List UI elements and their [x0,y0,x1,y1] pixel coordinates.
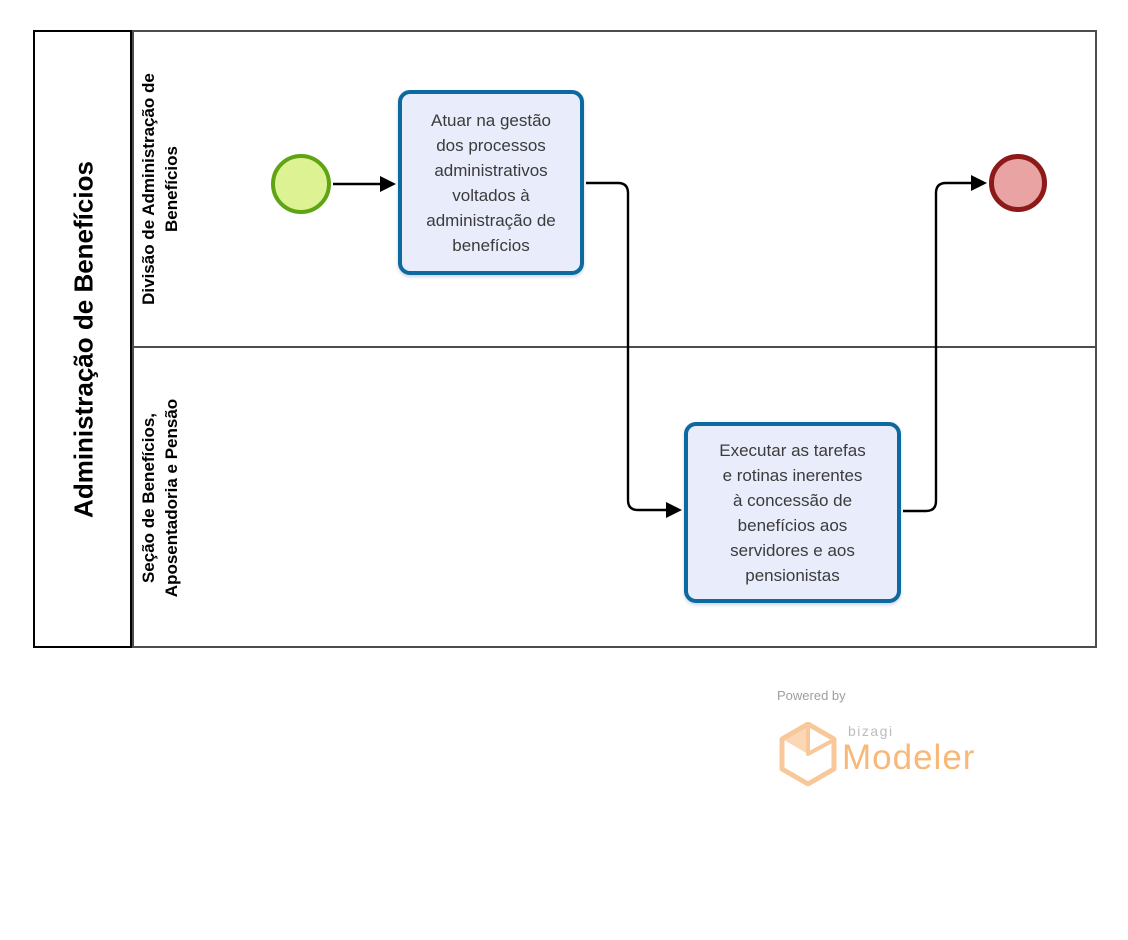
pool-header [33,30,132,648]
powered-by-text: Powered by [777,688,846,703]
lane-label-secao: Seção de Benefícios, Aposentadoria e Pen… [139,398,181,598]
modeler-product-text: Modeler [842,738,976,777]
bizagi-logo-icon [779,722,837,786]
task-label: Executar as tarefas e rotinas inerentes … [719,440,866,585]
start-event [271,154,331,214]
lane-label-divisao: Divisão de Administração de Benefícios [139,73,181,305]
pool-label: Administração de Benefícios [68,161,98,518]
task-label: Atuar na gestão dos processos administra… [426,110,556,255]
end-event [989,154,1047,212]
bizagi-brand-text: bizagi [848,723,894,739]
lane-divider [132,346,1097,348]
task-executar-tarefas: Executar as tarefas e rotinas inerentes … [684,422,901,603]
pool-lanes-container [132,30,1097,648]
task-atuar-na-gestao: Atuar na gestão dos processos administra… [398,90,584,275]
